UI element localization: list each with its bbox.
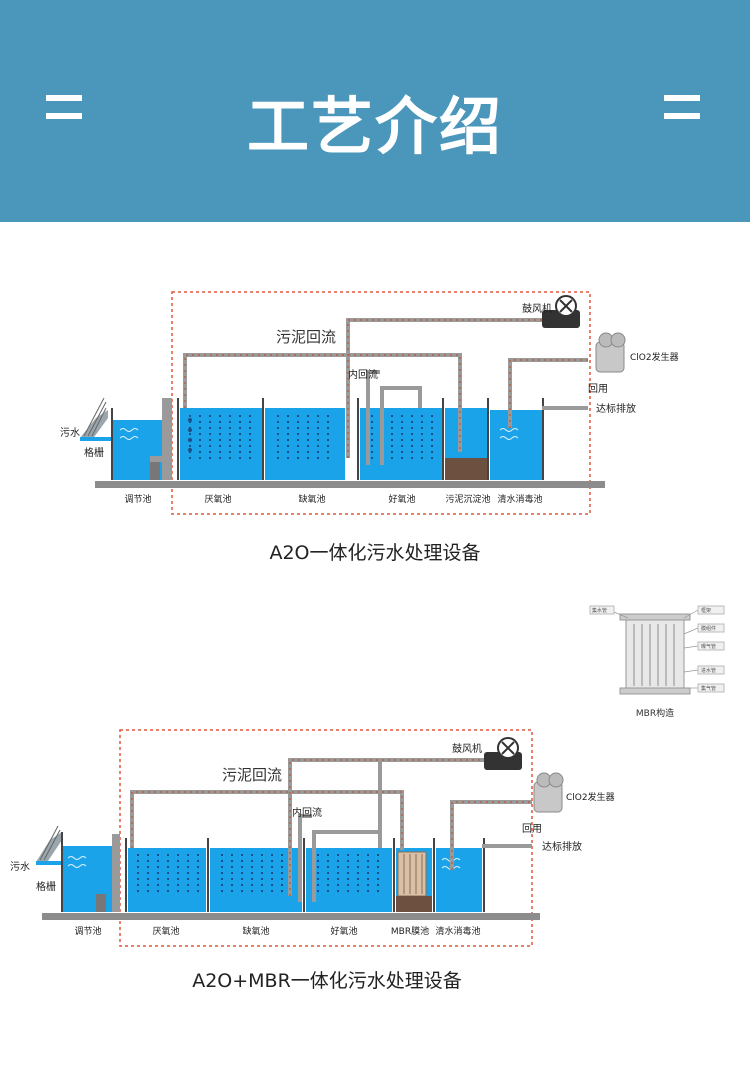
anoxic-tank [265, 408, 345, 480]
ground-base [42, 913, 540, 920]
a2o-mbr-diagram: 鼓风机 污泥回流 内回流 ClO2发生器 回用 达标排放 污水 格栅 调节池 厌… [10, 729, 615, 947]
disinfection-tank [436, 848, 482, 912]
tank-label: 调节池 [124, 493, 151, 505]
ground-base [95, 481, 605, 488]
clo2-label: ClO2发生器 [566, 791, 615, 803]
mbr-label: 膜组件 [701, 625, 716, 632]
clo2-label: ClO2发生器 [630, 351, 679, 363]
tank-label: 清水消毒池 [435, 925, 480, 937]
discharge-label: 达标排放 [596, 402, 636, 415]
tank-label: 好氧池 [330, 925, 357, 937]
page-title: 工艺介绍 [246, 90, 503, 163]
mbr-label: 集水管 [592, 607, 607, 614]
mbr-label: 集气管 [701, 685, 716, 692]
reuse-label: 回用 [522, 823, 542, 835]
tank-label: 缺氧池 [298, 493, 325, 505]
inner-return-label: 内回流 [292, 806, 322, 819]
tank-label: 污泥沉淀池 [445, 493, 490, 505]
equipment-boundary [171, 291, 591, 515]
tank-label: MBR膜池 [391, 925, 429, 937]
tank-label: 缺氧池 [242, 925, 269, 937]
mbr-label: 曝气管 [701, 643, 716, 650]
tank-label: 清水消毒池 [497, 493, 542, 505]
tank-label: 好氧池 [388, 493, 415, 505]
tank-label: 调节池 [74, 925, 101, 937]
blower-label: 鼓风机 [522, 302, 552, 315]
sedimentation-tank-sludge [445, 458, 487, 480]
anaerobic-tank [180, 408, 262, 480]
sludge-return-label: 污泥回流 [222, 766, 282, 784]
mbr-label: 框架 [701, 607, 711, 614]
a2o-diagram: 鼓风机 污泥回流 内回流 ClO2发生器 回用 达标排放 污水 格栅 调节池 厌… [60, 291, 679, 515]
aeration-bubbles [189, 415, 433, 460]
mbr-structure-inset: 集水管 框架 膜组件 曝气管 进水管 集气管 MBR构造 [589, 605, 725, 719]
regulating-tank [62, 846, 114, 912]
a2o-mbr-caption: A2O+MBR一体化污水处理设备 [192, 970, 462, 992]
aeration-bubbles [137, 854, 379, 896]
anoxic-tank [210, 848, 302, 912]
header-banner: 工艺介绍 [0, 0, 750, 222]
grille-label: 格栅 [84, 446, 104, 459]
sedimentation-tank [445, 408, 487, 458]
tank-label: 厌氧池 [152, 925, 179, 937]
aerobic-tank [360, 408, 442, 480]
sewage-label: 污水 [60, 427, 80, 439]
a2o-caption: A2O一体化污水处理设备 [269, 542, 481, 564]
mbr-caption: MBR构造 [636, 707, 674, 719]
disinfection-tank [490, 410, 542, 480]
sewage-label: 污水 [10, 861, 30, 873]
tank-label: 厌氧池 [204, 493, 231, 505]
blower-label: 鼓风机 [452, 742, 482, 755]
equals-decoration-right [664, 95, 700, 121]
sludge-return-label: 污泥回流 [276, 328, 336, 346]
discharge-label: 达标排放 [542, 840, 582, 853]
mbr-label: 进水管 [701, 667, 716, 674]
reuse-label: 回用 [588, 383, 608, 395]
grille-label: 格栅 [36, 880, 56, 893]
equals-decoration-left [46, 95, 82, 121]
inner-return-label: 内回流 [348, 368, 378, 381]
